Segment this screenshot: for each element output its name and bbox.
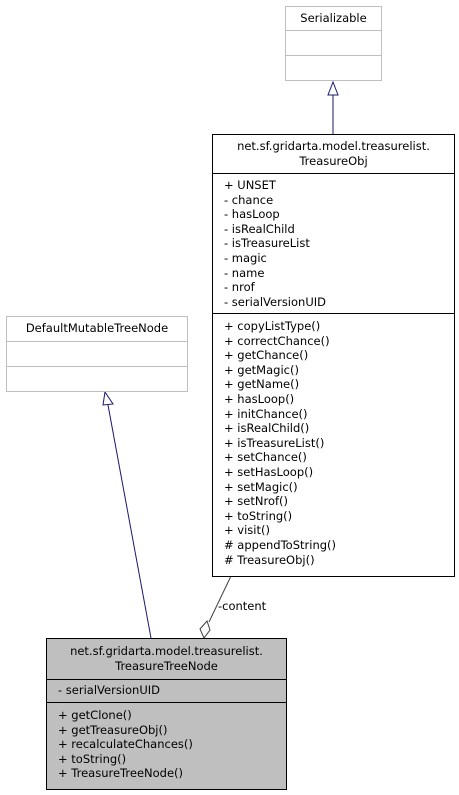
method: + TreasureTreeNode() — [58, 766, 184, 781]
method: + setHasLoop() — [224, 464, 314, 479]
method: + correctChance() — [224, 333, 330, 348]
method: + toString() — [224, 508, 293, 523]
attribute: - serialVersionUID — [58, 683, 160, 697]
method: + setChance() — [224, 450, 307, 465]
attribute: - nrof — [224, 280, 255, 295]
attribute: - name — [224, 265, 265, 280]
class-treasure-obj-title: net.sf.gridarta.model.treasurelist. Trea… — [213, 135, 454, 173]
class-name: Serializable — [300, 11, 367, 25]
method: + initChance() — [224, 406, 308, 421]
method: + recalculateChances() — [58, 737, 193, 752]
class-treasure-tree-node-title: net.sf.gridarta.model.treasurelist. Trea… — [47, 639, 286, 679]
method: + visit() — [224, 523, 270, 538]
method: + getName() — [224, 377, 300, 392]
content-relation-label: -content — [218, 599, 267, 613]
inheritance-arrowhead-serializable — [327, 80, 339, 96]
class-treasure-obj-attributes: + UNSET - chance - hasLoop - isRealChild… — [213, 173, 454, 313]
attribute: - isRealChild — [224, 221, 295, 236]
method: + getMagic() — [224, 362, 299, 377]
class-treasure-tree-node-methods: + getClone() + getTreasureObj() + recalc… — [47, 702, 286, 789]
method: # TreasureObj() — [224, 552, 315, 567]
attribute: - magic — [224, 250, 267, 265]
attribute: - chance — [224, 192, 274, 207]
method: + setMagic() — [224, 479, 298, 494]
method: + isTreasureList() — [224, 435, 325, 450]
method: + getClone() — [58, 708, 132, 722]
method: + getChance() — [224, 348, 309, 363]
class-default-mutable-tree-node-attributes — [7, 341, 187, 366]
inheritance-edge-treenode-defaultmutabletreenode — [107, 404, 152, 639]
attribute: + UNSET — [224, 178, 276, 192]
method: + hasLoop() — [224, 391, 295, 406]
class-default-mutable-tree-node[interactable]: DefaultMutableTreeNode — [6, 316, 188, 392]
method: + isRealChild() — [224, 421, 310, 436]
class-serializable-attributes — [286, 30, 381, 55]
inheritance-arrowhead-defaultmutabletreenode — [102, 390, 114, 406]
method: + setNrof() — [224, 494, 289, 509]
class-treasure-tree-node-attributes: - serialVersionUID — [47, 679, 286, 702]
aggregation-diamond — [199, 620, 211, 639]
method: + toString() — [58, 751, 127, 766]
method: # appendToString() — [224, 537, 337, 552]
method: + copyListType() — [224, 319, 321, 333]
class-treasure-obj-methods: + copyListType() + correctChance() + get… — [213, 313, 454, 576]
class-serializable[interactable]: Serializable — [285, 6, 382, 81]
class-serializable-methods — [286, 55, 381, 80]
aggregation-edge-content — [208, 575, 232, 623]
method: + getTreasureObj() — [58, 722, 168, 737]
attribute: - isTreasureList — [224, 236, 310, 251]
class-package: net.sf.gridarta.model.treasurelist. — [70, 644, 263, 658]
class-serializable-title: Serializable — [286, 7, 381, 30]
class-treasure-obj[interactable]: net.sf.gridarta.model.treasurelist. Trea… — [212, 134, 455, 577]
class-name: TreasureObj — [299, 153, 368, 168]
class-default-mutable-tree-node-title: DefaultMutableTreeNode — [7, 317, 187, 341]
attribute: - serialVersionUID — [224, 294, 326, 309]
class-name: TreasureTreeNode — [115, 658, 218, 673]
class-package: net.sf.gridarta.model.treasurelist. — [237, 139, 430, 153]
class-default-mutable-tree-node-methods — [7, 366, 187, 391]
attribute: - hasLoop — [224, 207, 280, 222]
class-name: DefaultMutableTreeNode — [25, 321, 169, 335]
class-treasure-tree-node[interactable]: net.sf.gridarta.model.treasurelist. Trea… — [46, 638, 287, 790]
